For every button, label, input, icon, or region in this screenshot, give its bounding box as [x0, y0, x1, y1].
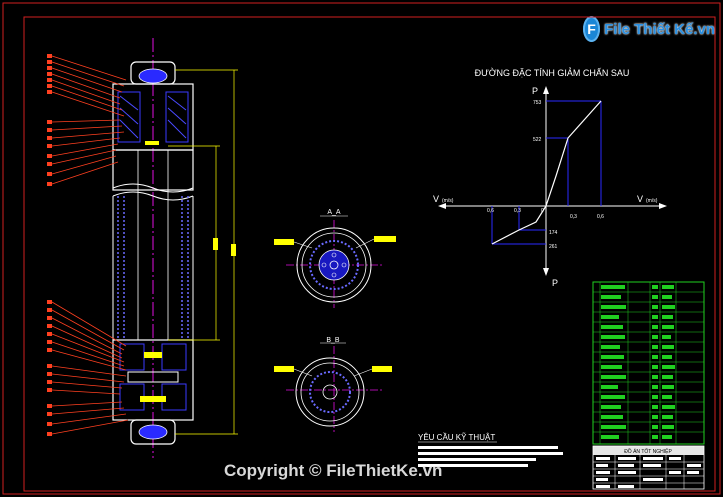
section-a-a-label: A_A [327, 209, 341, 216]
upper-seal-left [117, 91, 141, 143]
v-left-label: V [433, 194, 439, 204]
x-tick-right-03: 0,3 [570, 214, 577, 220]
p-bottom-label: P [552, 278, 558, 288]
top-eye-bush [138, 68, 168, 84]
outer-tube-upper [112, 149, 194, 191]
bottom-eye [130, 419, 176, 445]
upper-seal-hatch-right [167, 95, 187, 139]
p-axis-arrow-top [543, 86, 549, 94]
v-right-label: V [637, 194, 643, 204]
lower-valve-right [161, 343, 187, 371]
v-right-unit: (m/s) [646, 198, 658, 204]
v-axis-arrow-left [438, 203, 446, 209]
watermark-logo: F File Thiết Kế.vn [583, 14, 715, 44]
parts-list [592, 281, 705, 445]
break-line-2 [112, 191, 194, 201]
logo-icon: F [583, 16, 601, 42]
upper-piston-marker [145, 141, 159, 145]
y-tick-522: 522 [533, 137, 542, 143]
section-b-b-label: B_B [326, 337, 340, 344]
characteristic-curve [491, 100, 602, 245]
y-tick-261: 261 [549, 244, 558, 250]
x-tick-left-06: 0,6 [487, 208, 494, 214]
p-top-label: P [532, 86, 538, 96]
bottom-eye-bush [138, 424, 168, 440]
title-block: ĐỒ ÁN TỐT NGHIỆP [592, 445, 705, 490]
technical-notes: YÊU CẦU KỸ THUẬT [418, 432, 563, 467]
damper-characteristic: ĐƯỜNG ĐẶC TÍNH GIẢM CHẤN SAU P P V (m/s)… [433, 67, 667, 288]
y-tick-174: 174 [549, 230, 558, 236]
copyright-watermark: Copyright © FileThietKe.vn [224, 461, 443, 480]
x-tick-right-06: 0,6 [597, 214, 604, 220]
guide-lines [491, 100, 602, 245]
lower-piston [127, 371, 179, 383]
x-tick-left-03: 0,3 [514, 208, 521, 214]
upper-seal-hatch-left [119, 95, 139, 139]
inner-frame [23, 16, 716, 492]
lower-marker-1 [144, 352, 162, 358]
chart-title: ĐƯỜNG ĐẶC TÍNH GIẢM CHẤN SAU [475, 67, 630, 78]
x-tick-zero: 0 [541, 208, 544, 214]
section-b-b: B_B [274, 337, 392, 432]
project-label: ĐỒ ÁN TỐT NGHIỆP [624, 447, 672, 455]
section-a-a: A_A [274, 209, 396, 308]
p-axis-arrow-bottom [543, 268, 549, 276]
shock-absorber-assembly [47, 38, 238, 458]
parts-list-text [601, 285, 675, 439]
logo-text: File Thiết Kế.vn [604, 20, 715, 38]
y-tick-753: 753 [533, 100, 542, 106]
break-line [112, 183, 194, 193]
dimension-text-2 [213, 238, 218, 250]
leader-lines [51, 55, 129, 435]
dimension-text-1 [231, 244, 236, 256]
parts-list-rows [593, 282, 704, 444]
part-balloons [47, 54, 52, 436]
lower-marker-2 [140, 396, 166, 402]
notes-title: YÊU CẦU KỸ THUẬT [418, 432, 495, 442]
v-axis-arrow-right [659, 203, 667, 209]
v-left-unit: (m/s) [442, 198, 454, 204]
upper-seal-right [165, 91, 189, 143]
